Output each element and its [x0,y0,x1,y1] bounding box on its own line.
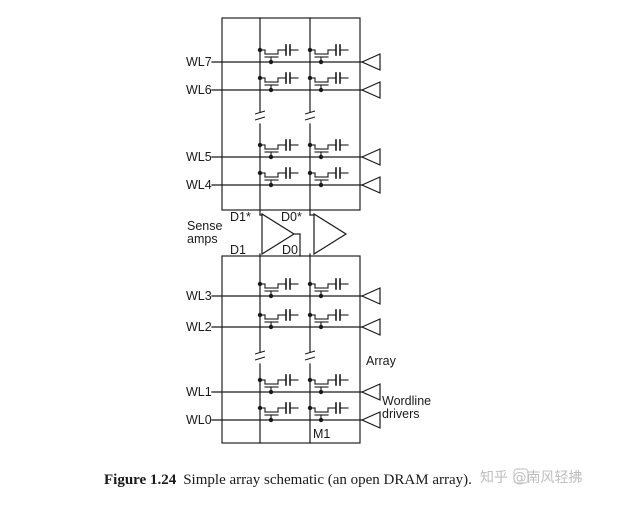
bitline-break-mark [304,356,316,361]
array-label: Array [366,354,397,368]
cell-bitline-junction [257,281,263,287]
cell-bitline-junction [257,142,263,148]
bitline-break-mark [254,350,266,355]
bitline-break-mark [304,110,316,115]
wordline-driver-wl2-icon [360,318,381,336]
cell-bitline-junction [307,47,313,53]
wordline-driver-wl0-icon [360,411,381,429]
cell-gate-junction [318,182,324,188]
bitline-break-mark [254,110,266,115]
sense-amp-d1-icon [261,212,296,256]
bitline-break-mark [254,116,266,121]
sense-amp-d0-icon [313,212,348,256]
wordline-label-wl2: WL2 [186,320,212,334]
wordline-label-wl4: WL4 [186,178,212,192]
cell-bitline-junction [257,377,263,383]
top-array-box [221,17,361,211]
cell-gate-junction [268,417,274,423]
figure-caption: Figure 1.24 Simple array schematic (an op… [104,472,472,488]
cell-gate-junction [268,87,274,93]
cell-gate-junction [268,293,274,299]
cell-gate-junction [318,154,324,160]
figure-caption-text: Simple array schematic (an open DRAM arr… [183,472,472,488]
cell-bitline-junction [307,312,313,318]
cell-gate-junction [318,293,324,299]
wordline-drivers-label-line2: drivers [382,407,420,421]
wordline-label-wl0: WL0 [186,413,212,427]
cell-label-m1: M1 [313,427,330,441]
bitline-break-mark [254,356,266,361]
cell-bitline-junction [257,47,263,53]
wordline-driver-wl7-icon [360,53,381,71]
cell-bitline-junction [307,405,313,411]
sense-amps-label-line2: amps [187,232,218,246]
bitline-label-d1-star: D1* [230,210,251,224]
cell-gate-junction [318,87,324,93]
bitline-break-mark [304,350,316,355]
cell-gate-junction [268,154,274,160]
cell-bitline-junction [257,312,263,318]
cell-gate-junction [268,389,274,395]
bottom-array-box [221,255,361,444]
cell-bitline-junction [307,281,313,287]
circuit-layer [211,17,381,444]
cell-gate-junction [318,59,324,65]
bitline-break-mark [304,116,316,121]
cell-gate-junction [268,182,274,188]
wordline-label-wl5: WL5 [186,150,212,164]
wordline-label-wl7: WL7 [186,55,212,69]
watermark: 知乎 @南风轻拂 [480,468,582,486]
figure-number: Figure 1.24 [104,472,177,488]
cell-bitline-junction [307,170,313,176]
wordline-driver-wl4-icon [360,176,381,194]
cell-gate-junction [268,324,274,330]
watermark-logo-icon [513,468,529,484]
wordline-driver-wl3-icon [360,287,381,305]
cell-bitline-junction [307,377,313,383]
wordline-driver-wl1-icon [360,383,381,401]
sense-amps-label-line1: Sense [187,219,222,233]
bitline-label-d0-star: D0* [281,210,302,224]
wordline-driver-wl6-icon [360,81,381,99]
bitline-label-d1: D1 [230,243,246,257]
cell-bitline-junction [257,75,263,81]
wordline-drivers-label-line1: Wordline [382,394,431,408]
wordline-label-wl3: WL3 [186,289,212,303]
cell-bitline-junction [257,170,263,176]
cell-gate-junction [318,389,324,395]
wordline-driver-wl5-icon [360,148,381,166]
wordline-label-wl1: WL1 [186,385,212,399]
wordline-label-wl6: WL6 [186,83,212,97]
cell-bitline-junction [307,142,313,148]
bitline-label-d0: D0 [282,243,298,257]
cell-gate-junction [318,324,324,330]
cell-bitline-junction [257,405,263,411]
cell-bitline-junction [307,75,313,81]
cell-gate-junction [268,59,274,65]
watermark-text: 知乎 @南风轻拂 [480,469,582,486]
cell-gate-junction [318,417,324,423]
